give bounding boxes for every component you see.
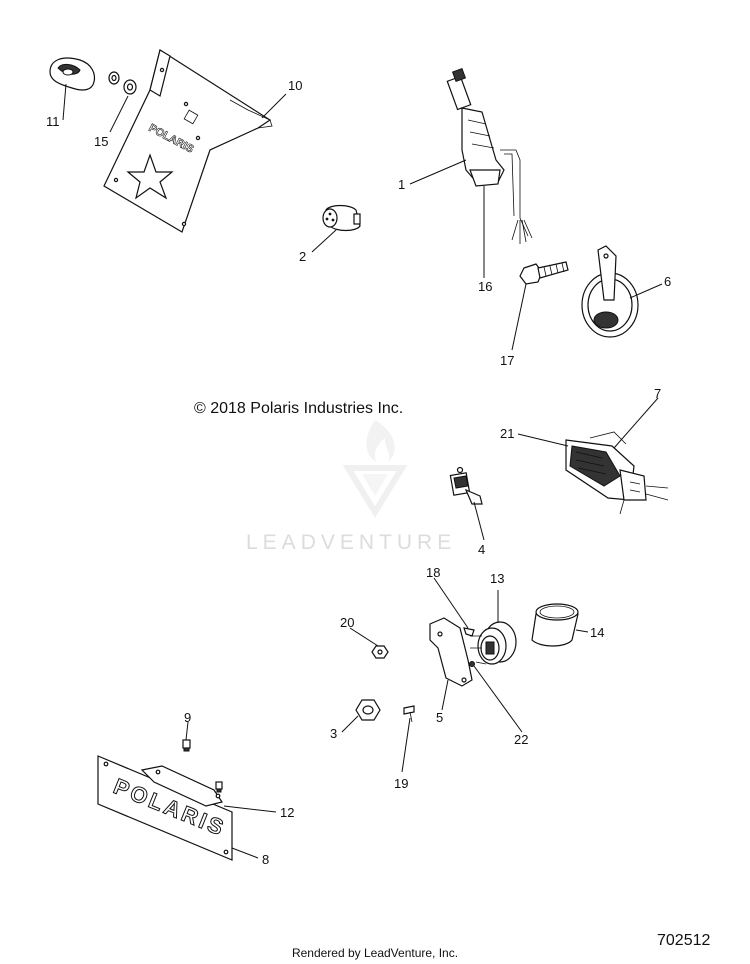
callout-10: 10 (288, 78, 302, 93)
watermark-text: LEADVENTURE (246, 531, 457, 554)
callout-1: 1 (398, 177, 405, 192)
callout-8: 8 (262, 852, 269, 867)
diagram-id: 702512 (657, 932, 711, 949)
part-1-joystick-switch (446, 67, 533, 244)
leadventure-watermark-logo (342, 420, 408, 518)
callout-labels: 11 15 10 1 2 16 6 17 7 21 4 20 18 13 14 … (46, 78, 671, 867)
callout-14: 14 (590, 625, 604, 640)
part-15-washers (108, 71, 137, 95)
part-22-screw (469, 661, 475, 667)
part-8-license-plate: POLARIS (97, 755, 233, 861)
callout-13: 13 (490, 571, 504, 586)
copyright-notice: © 2018 Polaris Industries Inc. (194, 400, 404, 417)
part-12-screw (215, 781, 223, 793)
callout-12: 12 (280, 805, 294, 820)
callout-18: 18 (426, 565, 440, 580)
callout-21: 21 (500, 426, 514, 441)
callout-16: 16 (478, 279, 492, 294)
callout-17: 17 (500, 353, 514, 368)
part-13-ignition-switch (470, 621, 517, 665)
part-19-screw (403, 705, 415, 723)
part-14-bezel-ring (531, 603, 579, 647)
callout-3: 3 (330, 726, 337, 741)
part-4-switch (449, 466, 483, 505)
leader-lines (62, 83, 663, 859)
part-10-mounting-plate: POLARIS (103, 49, 273, 233)
footer-credit: Rendered by LeadVenture, Inc. (291, 946, 459, 960)
callout-15: 15 (94, 134, 108, 149)
callout-6: 6 (664, 274, 671, 289)
part-11-switch-cap (49, 57, 96, 91)
part-3-nut (355, 699, 381, 721)
part-6-horn (581, 245, 639, 338)
callout-19: 19 (394, 776, 408, 791)
part-17-bolt (519, 261, 569, 285)
part-9-screw (182, 739, 191, 752)
part-18-clip (463, 627, 475, 637)
part-7-switch-housing (565, 431, 669, 515)
callout-11: 11 (46, 114, 60, 129)
callout-4: 4 (478, 542, 485, 557)
part-20-nut (371, 645, 389, 659)
part-2-connector (322, 204, 361, 232)
callout-7: 7 (654, 386, 661, 401)
callout-9: 9 (184, 710, 191, 725)
part-5-bracket (429, 617, 473, 687)
callout-22: 22 (514, 732, 528, 747)
callout-5: 5 (436, 710, 443, 725)
callout-2: 2 (299, 249, 306, 264)
callout-20: 20 (340, 615, 354, 630)
